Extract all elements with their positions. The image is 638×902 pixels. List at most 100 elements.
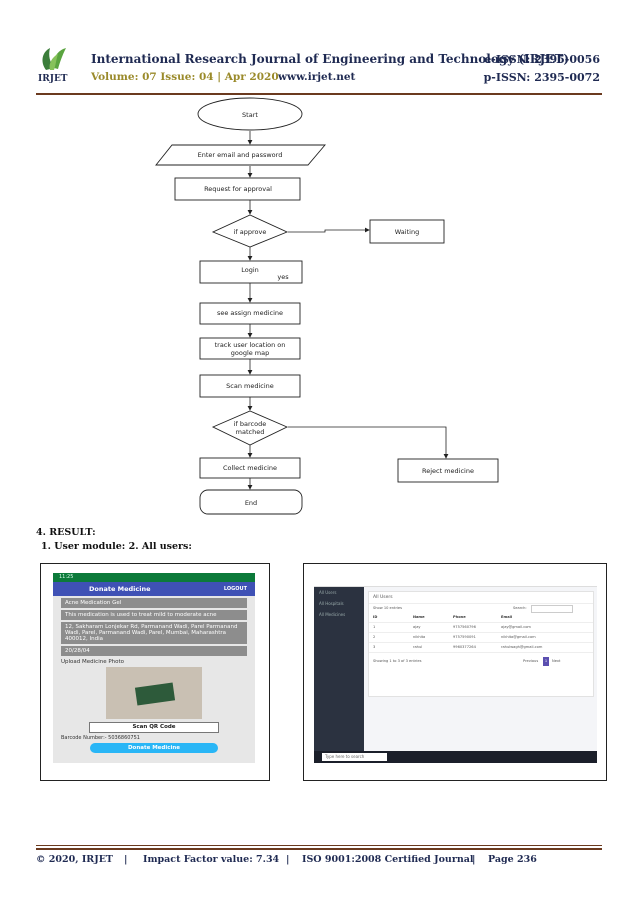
donate-medicine-button[interactable]: Donate Medicine [90,743,218,753]
flow-waiting-label: Waiting [395,228,419,236]
table-cell: ajay [413,625,421,629]
flowchart: Start Enter email and password Request f… [155,97,499,515]
medicine-description-field[interactable]: This medication is used to treat mild to… [61,610,247,620]
table-cell: rahul [413,645,423,649]
flow-login-node [199,260,303,284]
column-header[interactable]: Name [413,615,425,619]
pagination-next[interactable]: Next [552,659,561,663]
phone-app-bar: Donate Medicine LOGOUT [53,582,255,596]
table-row: 3 rahul 9960377264 rahulwagh@gmail.com [369,643,593,653]
flow-waiting-node [369,219,445,244]
entries-select[interactable]: Show 10 entries [373,606,403,610]
table-cell: 9757560796 [453,625,476,629]
flow-track-label-2: google map [231,349,270,357]
column-header[interactable]: Email [501,615,513,619]
p-issn: p-ISSN: 2395-0072 [483,71,600,84]
date-field[interactable]: 20/28/04 [61,646,247,656]
irjet-logo-icon: IRJET [38,48,68,84]
flow-start-label: Start [242,111,258,119]
footer-divider [36,845,602,846]
table-header: ID Name Phone Email [369,613,593,623]
column-header[interactable]: Phone [453,615,466,619]
flow-collect-label: Collect medicine [223,464,277,472]
medicine-name-field[interactable]: Acne Medication Gel [61,598,247,608]
upload-photo-label: Upload Medicine Photo [61,659,125,665]
table-row: 1 ajay 9757560796 ajay@gmail.com [369,623,593,633]
table-cell: nikhita@gmail.com [501,635,536,639]
table-cell: 1 [373,625,376,629]
barcode-number: Barcode Number:- 5036860751 [61,735,140,741]
medicine-pack-icon [134,682,176,706]
admin-sidebar: All Users All Hospitals All Medicines [314,587,364,751]
table-cell: 3 [373,645,376,649]
panel-title: All Users [369,592,593,604]
flow-barcode-label-1: if barcode [234,420,266,428]
flow-collect-node [199,457,301,479]
logout-button[interactable]: LOGOUT [223,586,247,592]
footer-separator: | [472,854,476,865]
flow-enter-label: Enter email and password [198,151,283,159]
journal-website[interactable]: www.irjet.net [278,71,356,83]
pagination-page[interactable]: 1 [543,657,549,666]
sidebar-item-hospitals[interactable]: All Hospitals [319,601,344,606]
volume-info: Volume: 07 Issue: 04 | Apr 2020 [91,71,279,83]
flow-track-label-1: track user location on [215,341,286,349]
flow-reject-label: Reject medicine [422,467,474,475]
users-panel: All Users Show 10 entries Search: ID Nam… [368,591,594,697]
flow-assign-node [199,302,301,325]
header-divider [36,93,602,95]
taskbar-search-input[interactable]: Type here to search [322,753,387,761]
result-caption: 1. User module: 2. All users: [41,541,192,552]
table-cell: 9757590091 [453,635,476,639]
footer-copyright: © 2020, IRJET [36,854,114,865]
flow-scan-label: Scan medicine [226,382,274,390]
flow-barcode-label-2: matched [236,428,265,436]
column-header[interactable]: ID [373,615,378,619]
sidebar-item-medicines[interactable]: All Medicines [319,612,346,617]
journal-header: IRJET International Research Journal of … [36,44,602,90]
medicine-photo[interactable] [106,667,202,719]
user-module-screenshot: 11:25 Donate Medicine LOGOUT Acne Medica… [53,573,255,763]
pagination-previous[interactable]: Previous [523,659,539,663]
logo-text: IRJET [38,74,68,84]
result-heading: 4. RESULT: [36,527,96,538]
windows-taskbar: Type here to search [314,751,597,763]
footer-page: Page 236 [488,854,537,865]
flow-login-label: Login [241,266,259,274]
footer-divider-thick [36,848,602,850]
flow-enter-node [155,144,326,166]
flow-request-label: Request for approval [204,185,272,193]
footer-iso: ISO 9001:2008 Certified Journal [302,854,474,865]
phone-title: Donate Medicine [89,585,151,593]
table-cell: nikhita [413,635,426,639]
table-row: 2 nikhita 9757590091 nikhita@gmail.com [369,633,593,643]
address-field[interactable]: 12, Sakharam Lonjekar Rd, Parmanand Wadi… [61,622,247,644]
e-issn: e-ISSN: 2395-0056 [484,53,600,66]
table-cell: ajay@gmail.com [501,625,531,629]
footer-separator: | [286,854,290,865]
flow-barcode-node [211,410,289,446]
flow-reject-node [397,458,499,483]
flow-end-node [199,489,303,515]
flow-end-label: End [245,499,257,507]
journal-title: International Research Journal of Engine… [91,52,570,66]
search-input[interactable] [530,605,573,613]
flow-scan-node [199,374,301,398]
flow-start-node [197,97,303,131]
all-users-screenshot: All Users All Hospitals All Medicines Al… [314,573,597,763]
admin-topbar [314,573,597,587]
search-label: Search: [513,606,527,610]
table-cell: rahulwagh@gmail.com [501,645,543,649]
scan-qr-button[interactable]: Scan QR Code [89,722,219,733]
phone-status-bar: 11:25 [53,573,255,582]
flow-approve-node [211,214,289,248]
table-controls: Show 10 entries Search: [369,604,593,613]
table-footer: Showing 1 to 3 of 3 entries Previous 1 N… [369,657,593,666]
footer-separator: | [124,854,128,865]
flow-yes-label: yes [277,273,289,281]
flow-request-node [174,177,301,201]
flow-track-node [199,337,301,360]
footer-impact: Impact Factor value: 7.34 [143,854,280,865]
sidebar-item-users[interactable]: All Users [319,590,337,595]
entries-info: Showing 1 to 3 of 3 entries [373,659,422,663]
